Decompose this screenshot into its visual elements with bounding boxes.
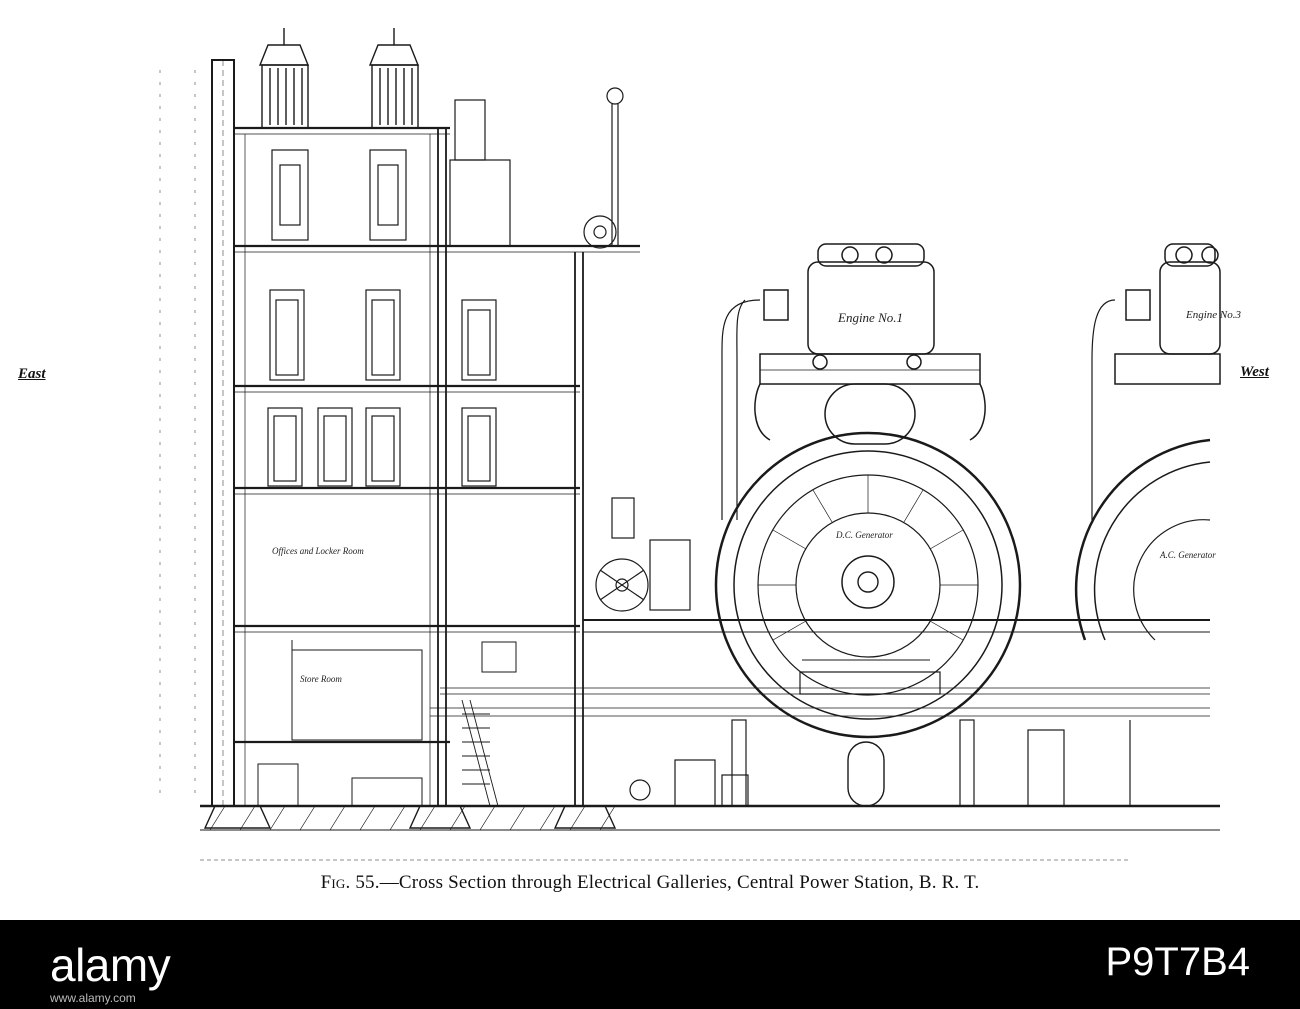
pipe-column: [583, 87, 624, 249]
engine-1-label: Engine No.1: [837, 310, 903, 325]
west-label: West: [1240, 364, 1269, 380]
engine-no3: [1091, 243, 1221, 520]
gallery-floors: [234, 126, 640, 744]
roof-switch-housing-right: [368, 28, 420, 129]
exciter-engine: [595, 497, 749, 807]
figure-caption: Fig. 55.—Cross Section through Electrica…: [0, 872, 1300, 894]
lower-rooms: [257, 640, 517, 807]
store-room-label: Store Room: [300, 674, 342, 684]
basement-columns: [731, 719, 1131, 807]
ground-foundation: [200, 804, 1220, 861]
top-gallery-switches: [271, 99, 511, 247]
east-label: East: [18, 366, 46, 382]
roof-switch-housing-left: [258, 28, 310, 129]
engine-room-floor: [583, 619, 1210, 633]
alamy-url: www.alamy.com: [50, 991, 136, 1005]
dc-generator: [714, 431, 1022, 807]
ac-generator: [1074, 438, 1211, 641]
duct-lines: [430, 687, 1210, 717]
figure-caption-text: —Cross Section through Electrical Galler…: [379, 872, 980, 893]
stairs: [461, 699, 499, 807]
ac-generator-label: A.C. Generator: [1159, 550, 1216, 560]
oil-switches: [267, 289, 497, 487]
image-id: P9T7B4: [1105, 940, 1250, 984]
figure-number: Fig. 55.: [320, 872, 380, 893]
east-wall: [159, 59, 235, 807]
dc-generator-label: D.C. Generator: [835, 530, 893, 540]
watermark-bar: [0, 920, 1300, 1009]
inner-walls: [244, 128, 584, 806]
cross-section-drawing: Engine No.1 Engine No.3 D.C. Generator A…: [159, 28, 1241, 861]
alamy-logo: alamy: [50, 939, 171, 991]
engine-no1: [721, 243, 986, 520]
offices-label: Offices and Locker Room: [272, 546, 364, 556]
engine-3-label: Engine No.3: [1185, 309, 1241, 321]
